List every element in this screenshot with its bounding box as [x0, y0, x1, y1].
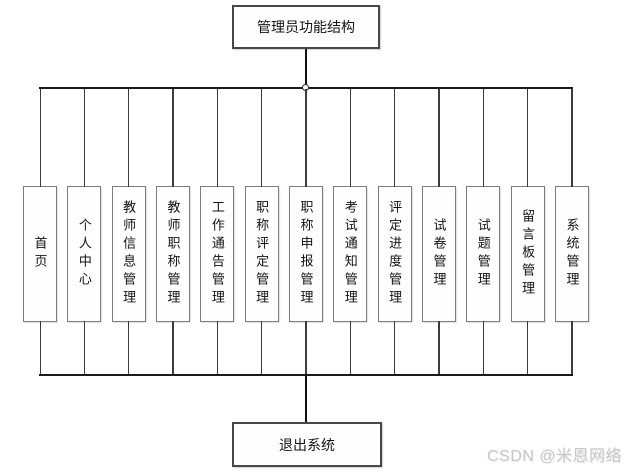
exit-node: 退出系统 [232, 422, 382, 467]
tree-node-system-management: 系统管理 [554, 89, 589, 376]
tree-node-label: 教师职称管理 [165, 200, 181, 308]
tree-node-home: 首页 [23, 89, 57, 376]
tree-node-label: 工作通告管理 [209, 200, 225, 308]
tree-node-label: 个人中心 [76, 218, 92, 290]
tree-node-label: 教师信息管理 [121, 200, 137, 308]
exit-trunk-line [304, 376, 307, 422]
root-node: 管理员功能结构 [232, 5, 380, 49]
tree-node-test-paper: 试卷管理 [421, 89, 456, 376]
tree-node-label: 考试通知管理 [342, 200, 358, 308]
tree-node-title-application: 职称申报管理 [288, 89, 323, 376]
tree-node-label: 系统管理 [564, 218, 580, 290]
tree-node-test-question: 试题管理 [466, 89, 501, 376]
child-node-row: 首页 个人中心 教师信息管理 教师职称管理 工作通告管理 职称评定管理 职称申报… [23, 89, 589, 376]
tree-node-work-notice: 工作通告管理 [200, 89, 235, 376]
root-trunk-line [304, 49, 307, 88]
tree-node-title-evaluation: 职称评定管理 [244, 89, 279, 376]
tree-node-label: 评定进度管理 [387, 200, 403, 308]
tree-node-teacher-title: 教师职称管理 [155, 89, 190, 376]
tree-node-label: 首页 [32, 236, 48, 272]
tree-node-label: 职称评定管理 [254, 200, 270, 308]
tree-node-label: 职称申报管理 [298, 200, 314, 308]
tree-node-label: 留言板管理 [520, 209, 536, 299]
watermark: CSDN @米恩网络 [486, 448, 622, 465]
tree-node-label: 试题管理 [475, 218, 491, 290]
exit-node-label: 退出系统 [279, 436, 335, 453]
bottom-rail-line [39, 374, 573, 376]
tree-node-teacher-info: 教师信息管理 [111, 89, 146, 376]
tree-node-personal-center: 个人中心 [67, 89, 102, 376]
tree-node-exam-notification: 考试通知管理 [333, 89, 368, 376]
tree-node-evaluation-progress: 评定进度管理 [377, 89, 412, 376]
root-node-label: 管理员功能结构 [257, 19, 355, 35]
tree-node-message-board: 留言板管理 [510, 89, 545, 376]
tree-node-label: 试卷管理 [431, 218, 447, 290]
